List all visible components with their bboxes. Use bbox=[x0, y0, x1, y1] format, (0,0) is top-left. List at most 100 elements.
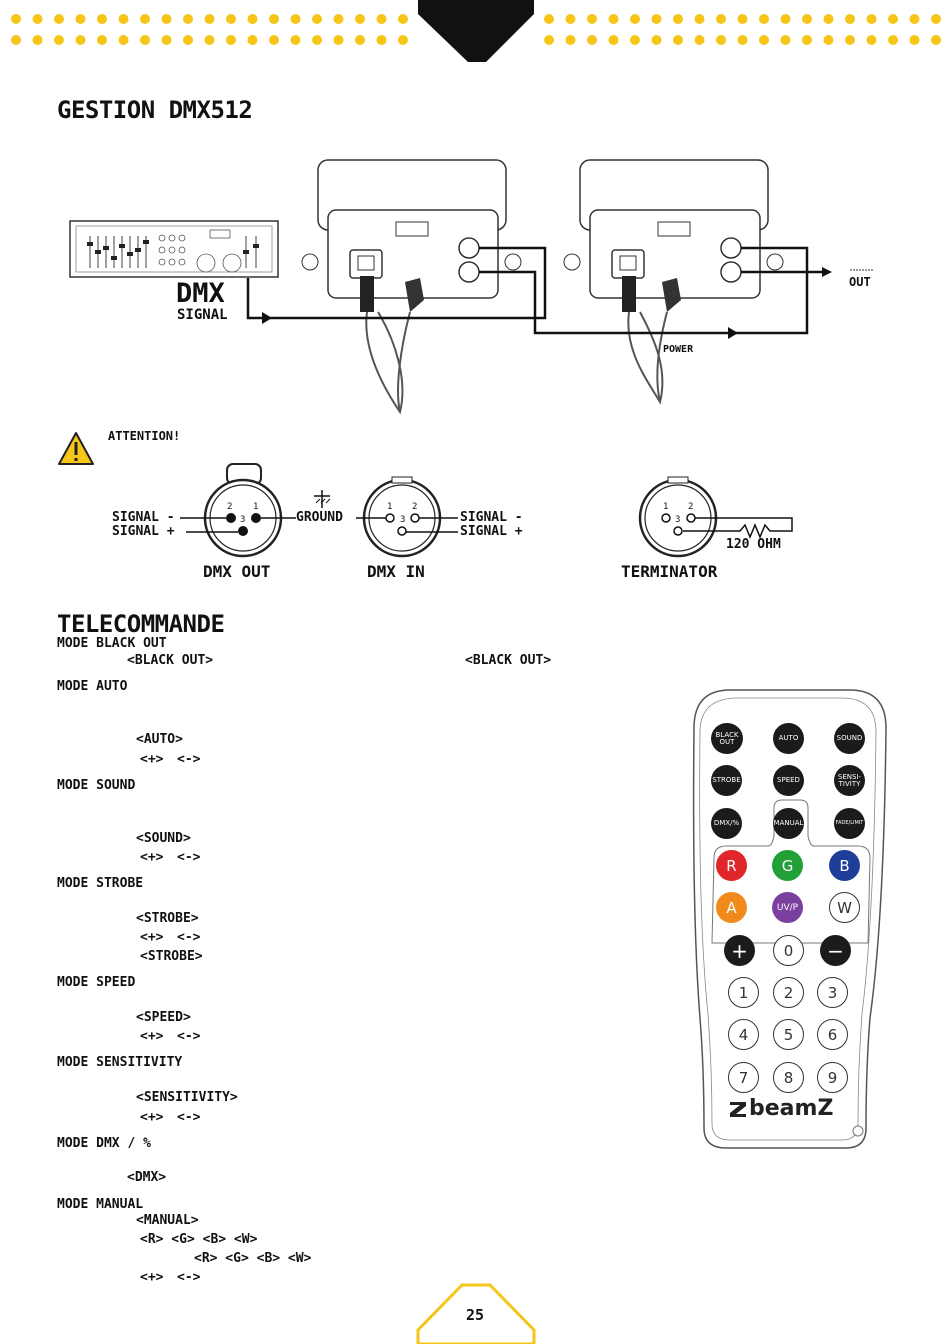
header-dot bbox=[161, 35, 172, 45]
header-dot bbox=[544, 14, 554, 24]
header-dot bbox=[716, 14, 726, 24]
remote-1-button[interactable]: 1 bbox=[728, 977, 759, 1008]
key-plus: <+> bbox=[140, 1110, 164, 1125]
remote-sound-button[interactable]: SOUND bbox=[834, 723, 865, 754]
remote-plus-button[interactable]: + bbox=[724, 935, 755, 966]
mode-black-out: MODE BLACK OUT bbox=[57, 636, 167, 651]
header-dot bbox=[931, 35, 941, 45]
header-dot bbox=[737, 35, 748, 45]
remote-speed-button[interactable]: SPEED bbox=[773, 765, 804, 796]
header-triangle bbox=[418, 0, 534, 62]
remote-0-button[interactable]: 0 bbox=[773, 935, 804, 966]
remote-brand-logo: beamZ bbox=[728, 1096, 833, 1121]
remote-g-button[interactable]: G bbox=[772, 850, 803, 881]
header-dot bbox=[32, 35, 43, 45]
header-dot bbox=[204, 35, 215, 45]
mode-sound: MODE SOUND bbox=[57, 778, 136, 793]
header-dot bbox=[845, 35, 855, 45]
header-dot bbox=[866, 35, 877, 45]
key-black-out: <BLACK OUT> bbox=[127, 653, 214, 668]
key-manual: <MANUAL> bbox=[136, 1213, 199, 1228]
key-rgbw: <R> <G> <B> <W> bbox=[140, 1232, 258, 1247]
xlr-connectors-diagram bbox=[180, 463, 793, 558]
remote-sensitivity-button[interactable]: SENSI-TIVITY bbox=[834, 765, 865, 796]
remote-6-button[interactable]: 6 bbox=[817, 1019, 848, 1050]
key-rgbw-2: <R> <G> <B> <W> bbox=[194, 1251, 312, 1266]
header-dot bbox=[75, 35, 86, 45]
remote-a-button[interactable]: A bbox=[716, 892, 747, 923]
header-dot bbox=[565, 14, 576, 24]
key-sound: <SOUND> bbox=[136, 831, 191, 846]
header-dot bbox=[759, 14, 769, 24]
dmx-in-label: DMX IN bbox=[367, 562, 425, 581]
remote-3-button[interactable]: 3 bbox=[817, 977, 848, 1008]
remote-2-button[interactable]: 2 bbox=[773, 977, 804, 1008]
dmx-wiring bbox=[246, 246, 822, 335]
header-dot bbox=[587, 35, 597, 45]
header-dot bbox=[290, 14, 301, 24]
header-dot bbox=[54, 14, 64, 24]
remote-strobe-button[interactable]: STROBE bbox=[711, 765, 742, 796]
beamz-logo-icon bbox=[730, 1101, 746, 1117]
header-dot bbox=[587, 14, 597, 24]
remote-w-button[interactable]: W bbox=[829, 892, 860, 923]
key-plus: <+> bbox=[140, 1029, 164, 1044]
header-dot bbox=[694, 35, 705, 45]
header-dot bbox=[398, 14, 408, 24]
key-auto: <AUTO> bbox=[136, 732, 183, 747]
header-dot bbox=[312, 35, 322, 45]
pin-3-term: 3 bbox=[675, 515, 681, 525]
header-dot bbox=[888, 14, 898, 24]
header-dot bbox=[845, 14, 855, 24]
terminator-connector bbox=[638, 476, 793, 558]
signal-minus-right: SIGNAL - bbox=[460, 510, 523, 525]
header-dot bbox=[118, 35, 129, 45]
remote-7-button[interactable]: 7 bbox=[728, 1062, 759, 1093]
remote-uvp-button[interactable]: UV/P bbox=[772, 892, 803, 923]
header-dot bbox=[333, 14, 344, 24]
header-dot bbox=[694, 14, 705, 24]
fixture-2 bbox=[563, 159, 784, 405]
header-dot bbox=[544, 35, 554, 45]
key-speed: <SPEED> bbox=[136, 1010, 191, 1025]
header-dot bbox=[608, 35, 619, 45]
key-sensitivity: <SENSITIVITY> bbox=[136, 1090, 238, 1105]
remote-5-button[interactable]: 5 bbox=[773, 1019, 804, 1050]
header-dot bbox=[780, 14, 791, 24]
ground-label: GROUND bbox=[296, 510, 343, 525]
remote-fade-button[interactable]: FADE/LIMIT bbox=[834, 808, 865, 839]
remote-auto-button[interactable]: AUTO bbox=[773, 723, 804, 754]
header-dot bbox=[909, 14, 920, 24]
header-dot bbox=[866, 14, 877, 24]
header-dot bbox=[247, 14, 258, 24]
mode-dmx: MODE DMX / % bbox=[57, 1136, 151, 1151]
mode-speed: MODE SPEED bbox=[57, 975, 136, 990]
header-dot bbox=[140, 35, 150, 45]
header-dot bbox=[651, 14, 662, 24]
remote-4-button[interactable]: 4 bbox=[728, 1019, 759, 1050]
remote-b-button[interactable]: B bbox=[829, 850, 860, 881]
mode-manual: MODE MANUAL bbox=[57, 1197, 144, 1212]
remote-dmx-button[interactable]: DMX/% bbox=[711, 808, 742, 839]
header-dot bbox=[11, 14, 21, 24]
header-dot bbox=[269, 14, 279, 24]
warning-icon bbox=[58, 432, 94, 465]
remote-9-button[interactable]: 9 bbox=[817, 1062, 848, 1093]
remote-r-button[interactable]: R bbox=[716, 850, 747, 881]
header-dot bbox=[161, 14, 172, 24]
remote-minus-button[interactable]: − bbox=[820, 935, 851, 966]
header-dot bbox=[226, 35, 236, 45]
pin-1-in: 1 bbox=[387, 502, 393, 512]
signal-plus-left: SIGNAL + bbox=[112, 524, 175, 539]
header-dot bbox=[32, 14, 43, 24]
key-plus: <+> bbox=[140, 1270, 164, 1285]
header-dot bbox=[355, 35, 365, 45]
remote-black-out-button[interactable]: BLACK OUT bbox=[711, 723, 743, 754]
remote-manual-button[interactable]: MANUAL bbox=[773, 808, 804, 839]
remote-8-button[interactable]: 8 bbox=[773, 1062, 804, 1093]
key-plus: <+> bbox=[140, 850, 164, 865]
mode-auto: MODE AUTO bbox=[57, 679, 128, 694]
key-minus: <-> bbox=[177, 930, 201, 945]
header-dot bbox=[673, 14, 683, 24]
dmx-label: DMX bbox=[176, 278, 225, 309]
